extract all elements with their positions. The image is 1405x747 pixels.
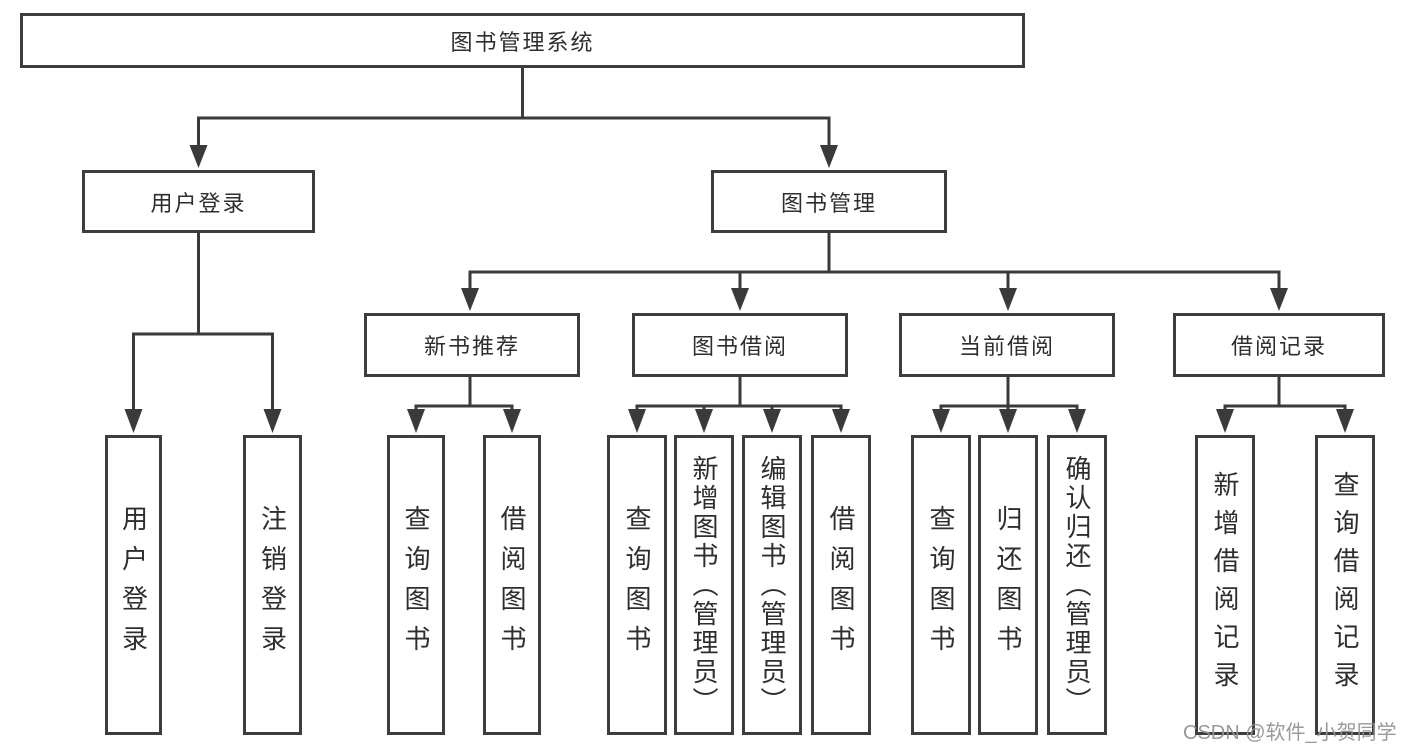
leaf-user-login: 用户登录 [105, 435, 162, 735]
leaf-query-books-1: 查询图书 [387, 435, 445, 735]
node-borrow-records: 借阅记录 [1173, 313, 1385, 377]
leaf-borrow-books-1-label: 借阅图书 [497, 505, 527, 665]
leaf-add-borrow-record: 新增借阅记录 [1195, 435, 1255, 735]
connector-book-borrowing [635, 375, 843, 414]
node-current-borrowing: 当前借阅 [899, 313, 1115, 377]
leaf-borrow-books-1: 借阅图书 [483, 435, 541, 735]
leaf-query-books-3: 查询图书 [911, 435, 971, 735]
node-new-book-recommend-label: 新书推荐 [423, 334, 520, 359]
leaf-query-books-1-label: 查询图书 [401, 505, 431, 665]
leaf-add-books-admin-label: 新增图书（管理员） [689, 454, 719, 716]
leaf-logout: 注销登录 [243, 435, 302, 735]
node-book-management: 图书管理 [711, 170, 947, 233]
leaf-query-books-3-label: 查询图书 [926, 505, 956, 665]
leaf-query-books-2: 查询图书 [607, 435, 667, 735]
watermark: CSDN @软件_小贺同学 [1183, 722, 1397, 744]
node-user-login-label: 用户登录 [150, 190, 247, 216]
leaf-user-login-label: 用户登录 [118, 505, 149, 665]
connector-root [197, 66, 831, 152]
leaf-query-borrow-record: 查询借阅记录 [1315, 435, 1375, 735]
leaf-borrow-books-2: 借阅图书 [811, 435, 871, 735]
arrowheads-level2 [189, 145, 838, 168]
leaf-borrow-books-2-label: 借阅图书 [826, 505, 856, 665]
node-borrow-records-label: 借阅记录 [1230, 334, 1327, 359]
arrowheads-level3 [461, 288, 1288, 311]
leaf-edit-books-admin: 编辑图书（管理员） [742, 435, 802, 735]
node-book-borrowing-label: 图书借阅 [691, 334, 788, 359]
leaf-logout-label: 注销登录 [257, 505, 288, 665]
node-user-login: 用户登录 [82, 170, 315, 233]
arrowheads-leaves [124, 409, 1354, 433]
leaf-return-books: 归还图书 [978, 435, 1038, 735]
leaf-query-books-2-label: 查询图书 [622, 505, 652, 665]
connector-user-login [132, 231, 274, 412]
leaf-query-borrow-record-label: 查询借阅记录 [1330, 471, 1360, 699]
leaf-return-books-label: 归还图书 [993, 505, 1023, 665]
connector-new-books [414, 375, 514, 414]
node-root: 图书管理系统 [20, 13, 1025, 68]
leaf-add-books-admin: 新增图书（管理员） [674, 435, 734, 735]
connector-borrow-records [1223, 375, 1347, 414]
node-current-borrowing-label: 当前借阅 [958, 334, 1055, 359]
node-root-label: 图书管理系统 [450, 29, 595, 55]
leaf-edit-books-admin-label: 编辑图书（管理员） [757, 454, 787, 716]
leaf-add-borrow-record-label: 新增借阅记录 [1210, 471, 1240, 699]
node-new-book-recommend: 新书推荐 [364, 313, 580, 377]
node-book-borrowing: 图书借阅 [632, 313, 848, 377]
leaf-confirm-return-admin-label: 确认归还（管理员） [1062, 454, 1092, 716]
leaf-confirm-return-admin: 确认归还（管理员） [1047, 435, 1107, 735]
connector-current-borrowing [939, 375, 1079, 414]
connector-book-management [468, 231, 1281, 294]
node-book-management-label: 图书管理 [780, 190, 877, 216]
